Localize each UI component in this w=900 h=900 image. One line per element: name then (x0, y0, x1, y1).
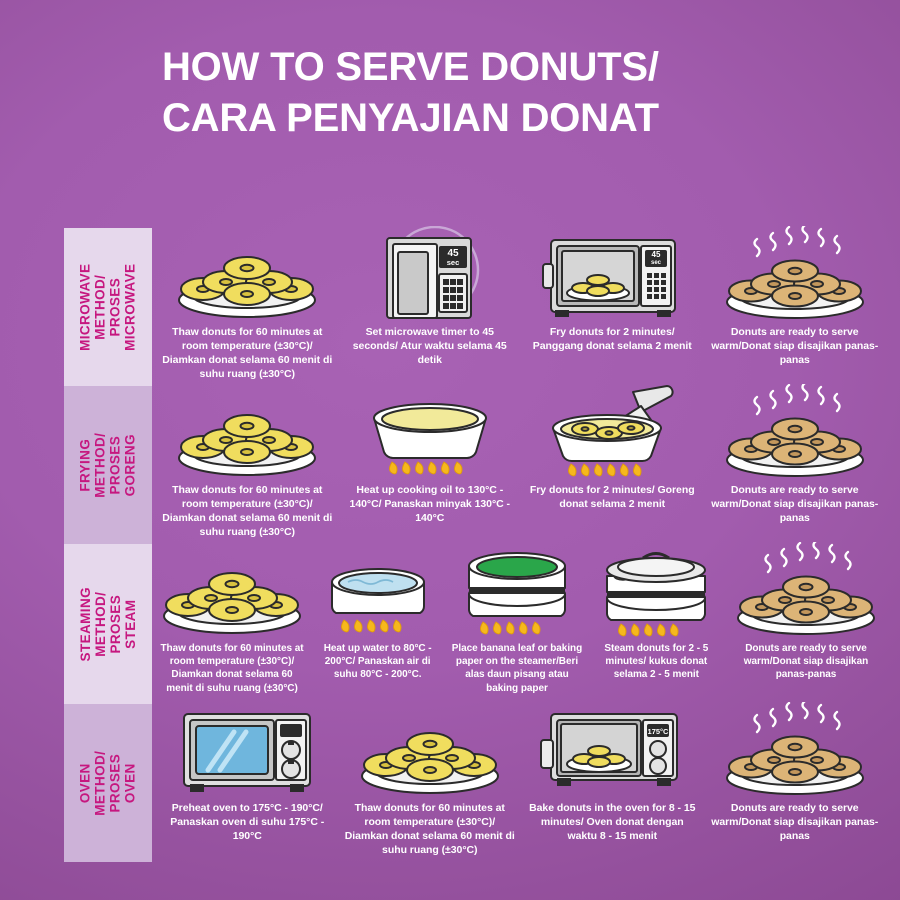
row-label-line: PROSES (107, 435, 123, 495)
step-caption: Donuts are ready to serve warm/Donat sia… (711, 802, 879, 842)
step: Donuts are ready to serve warm/Donat sia… (704, 226, 887, 386)
open-oven-with-donuts-icon: 175°C (521, 704, 704, 800)
row-label-line: METHOD/ (92, 432, 108, 498)
step-caption: Thaw donuts for 60 minutes at room tempe… (162, 326, 333, 380)
steamer-with-banana-leaf-icon (447, 544, 586, 640)
plate-of-warm-donuts-steaming-icon (704, 226, 887, 324)
step-caption: Set microwave timer to 45 seconds/ Atur … (352, 326, 507, 366)
plate-of-warm-donuts-steaming-icon (704, 702, 887, 800)
microwave-timer-zoom-icon: 45 sec (339, 226, 522, 324)
svg-text:45: 45 (652, 250, 661, 259)
frying-donuts-with-spatula-icon (521, 385, 704, 482)
step: Heat up cooking oil to 130°C - 140°C/ Pa… (339, 386, 522, 544)
title-line-1: HOW TO SERVE DONUTS/ (162, 45, 659, 89)
plate-of-raw-donuts-icon (339, 704, 522, 800)
title-line-2: CARA PENYAJIAN DONAT (162, 96, 659, 141)
row-label-line: METHOD/ (92, 274, 108, 340)
step: Place banana leaf or baking paper on the… (447, 544, 586, 704)
step: Steam donuts for 2 - 5 minutes/ kukus do… (587, 544, 726, 704)
row-label-line: MICROWAVE (77, 263, 93, 351)
step-caption: Donuts are ready to serve warm/Donat sia… (743, 643, 869, 681)
step-caption: Donuts are ready to serve warm/Donat sia… (711, 484, 879, 524)
row-label-line: OVEN (77, 763, 93, 803)
plate-of-raw-donuts-icon (156, 386, 339, 482)
step-caption: Heat up water to 80°C - 200°C/ Panaskan … (323, 643, 432, 681)
step: Preheat oven to 175°C - 190°C/ Panaskan … (156, 704, 339, 862)
step-caption: Fry donuts for 2 minutes/ Goreng donat s… (529, 484, 695, 510)
row-label-line: GORENG (123, 433, 139, 497)
row-label-line: PROSES (107, 594, 123, 654)
covered-steamer-with-donuts-icon (587, 544, 726, 640)
plate-of-warm-donuts-steaming-icon (726, 542, 886, 640)
pan-of-hot-oil-icon (339, 386, 522, 482)
svg-text:175°C: 175°C (648, 727, 670, 736)
row-steps: Preheat oven to 175°C - 190°C/ Panaskan … (156, 702, 887, 862)
row-label-line: STEAMING (77, 586, 93, 662)
row-label-line: PROSES (107, 753, 123, 813)
step-caption: Bake donuts in the oven for 8 - 15 minut… (529, 802, 696, 842)
svg-text:sec: sec (446, 258, 459, 267)
page-title: HOW TO SERVE DONUTS/ CARA PENYAJIAN DONA… (162, 42, 862, 144)
row-label-line: METHOD/ (92, 750, 108, 816)
step-caption: Place banana leaf or baking paper on the… (451, 643, 583, 694)
row-label-line: OVEN (123, 763, 139, 803)
step: Thaw donuts for 60 minutes at room tempe… (156, 386, 339, 544)
row-label-line: FRYING (77, 438, 93, 492)
row-steps: Thaw donuts for 60 minutes at room tempe… (156, 226, 887, 386)
step: Heat up water to 80°C - 200°C/ Panaskan … (308, 544, 447, 704)
closed-oven-preheating-icon (156, 704, 339, 800)
row-label-line: STEAM (123, 599, 139, 649)
row-steps: Thaw donuts for 60 minutes at room tempe… (156, 384, 887, 544)
step: Donuts are ready to serve warm/Donat sia… (704, 384, 887, 544)
row-label-line: MICROWAVE (123, 263, 139, 351)
step: Thaw donuts for 60 minutes at room tempe… (339, 704, 522, 862)
step-caption: Donuts are ready to serve warm/Donat sia… (711, 326, 879, 366)
plate-of-raw-donuts-icon (156, 228, 339, 324)
step-caption: Heat up cooking oil to 130°C - 140°C/ Pa… (349, 484, 510, 524)
step: Thaw donuts for 60 minutes at room tempe… (156, 544, 308, 704)
step: 175°C Bake donuts in the oven for 8 - 15… (521, 704, 704, 862)
plate-of-raw-donuts-icon (156, 544, 308, 640)
step: Fry donuts for 2 minutes/ Goreng donat s… (521, 385, 704, 544)
step-caption: Preheat oven to 175°C - 190°C/ Panaskan … (170, 802, 325, 842)
svg-text:sec: sec (651, 260, 662, 266)
step-caption: Thaw donuts for 60 minutes at room tempe… (160, 643, 304, 694)
row-label-line: PROSES (107, 277, 123, 337)
svg-text:45: 45 (447, 248, 459, 259)
step: Donuts are ready to serve warm/Donat sia… (704, 702, 887, 862)
step-caption: Fry donuts for 2 minutes/ Panggang donat… (532, 326, 692, 352)
pot-of-boiling-water-icon (308, 544, 447, 640)
step-caption: Steam donuts for 2 - 5 minutes/ kukus do… (604, 643, 709, 681)
step: Donuts are ready to serve warm/Donat sia… (726, 542, 886, 704)
step: Thaw donuts for 60 minutes at room tempe… (156, 228, 339, 386)
plate-of-warm-donuts-steaming-icon (704, 384, 887, 482)
step: 45 sec Set microwave timer to 45 seconds… (339, 226, 522, 386)
step-caption: Thaw donuts for 60 minutes at room tempe… (344, 802, 515, 856)
row-label-line: METHOD/ (92, 591, 108, 657)
microwave-with-donuts-icon: 45 sec (521, 228, 704, 324)
step: 45 sec Fry donuts for 2 minutes/ Panggan… (521, 228, 704, 386)
step-caption: Thaw donuts for 60 minutes at room tempe… (162, 484, 333, 538)
row-steps: Thaw donuts for 60 minutes at room tempe… (156, 542, 886, 704)
